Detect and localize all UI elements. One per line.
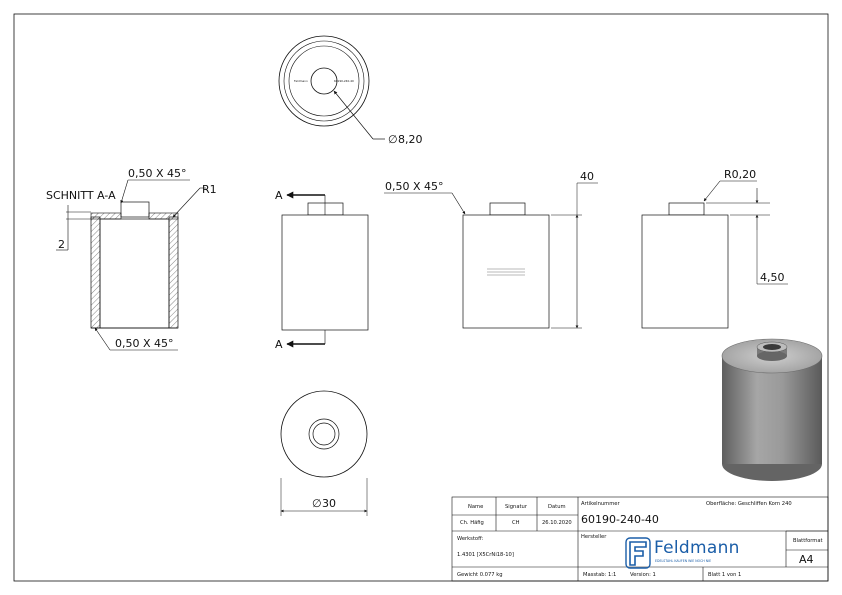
tb-version: Version: 1 — [630, 572, 656, 578]
dim-diameter-bottom: 30 — [322, 497, 336, 510]
dim-step-height: 4,50 — [760, 271, 785, 284]
tb-col-name: Name — [468, 504, 484, 510]
front-view: A A — [275, 189, 369, 351]
dim-radius-side: R0,20 — [724, 168, 756, 181]
isometric-render — [721, 338, 823, 481]
tb-signature: CH — [512, 520, 520, 526]
tb-format: A4 — [799, 553, 814, 566]
dim-chamfer-top: 0,50 X 45° — [128, 167, 187, 180]
tb-brand-tagline: EDELSTAHL KAUFEN WIE NOCH NIE — [655, 559, 712, 563]
right-view: R0,20 4,50 — [641, 168, 788, 329]
feldmann-logo-icon — [625, 537, 651, 569]
dim-chamfer-front: 0,50 X 45° — [385, 180, 444, 193]
section-label: SCHNITT A-A — [46, 189, 116, 202]
tb-manufacturer-label: Hersteller — [581, 534, 607, 540]
top-view-tiny-text-left: Feldmann — [294, 79, 308, 83]
dim-diameter-top: 8,20 — [398, 133, 423, 146]
top-view-tiny-text-right: 60190-240-40 — [334, 79, 354, 83]
section-view: SCHNITT A-A 0,50 X 45° R1 2 0,50 X 45° — [46, 167, 217, 351]
tb-material-label: Werkstoff: — [457, 536, 484, 542]
dim-height: 40 — [580, 170, 594, 183]
side-view: 0,50 X 45° 40 — [384, 170, 598, 329]
dim-chamfer-bottom: 0,50 X 45° — [115, 337, 174, 350]
section-mark-top: A — [275, 189, 283, 202]
section-mark-bottom: A — [275, 338, 283, 351]
tb-article-number: 60190-240-40 — [581, 513, 659, 526]
dim-radius-section: R1 — [202, 183, 217, 196]
tb-brand: Feldmann — [654, 538, 740, 558]
tb-surface: Oberfläche: Geschliffen Korn 240 — [706, 501, 792, 507]
tb-author: Ch. Häfig — [460, 520, 484, 526]
tb-article-label: Artikelnummer — [581, 501, 620, 507]
tb-scale: Masstab: 1:1 — [583, 572, 617, 578]
bottom-view: ∅ 30 — [280, 390, 368, 516]
dim-phi-top: ∅ — [388, 133, 398, 146]
dim-wall: 2 — [58, 238, 65, 251]
tb-weight: Gewicht 0.077 kg — [457, 572, 503, 578]
tb-col-date: Datum — [548, 504, 566, 510]
top-view: Feldmann 60190-240-40 ∅ 8,20 — [278, 35, 423, 146]
tb-sheet: Blatt 1 von 1 — [708, 572, 742, 578]
tb-format-label: Blattformat — [793, 538, 823, 544]
sheet-border — [13, 13, 829, 582]
tb-date: 26.10.2020 — [542, 520, 572, 526]
tb-col-signature: Signatur — [505, 504, 527, 510]
title-block-frame — [451, 496, 829, 582]
tb-material: 1.4301 [X5CrNi18-10] — [457, 552, 514, 558]
dim-phi-bottom: ∅ — [312, 497, 322, 510]
